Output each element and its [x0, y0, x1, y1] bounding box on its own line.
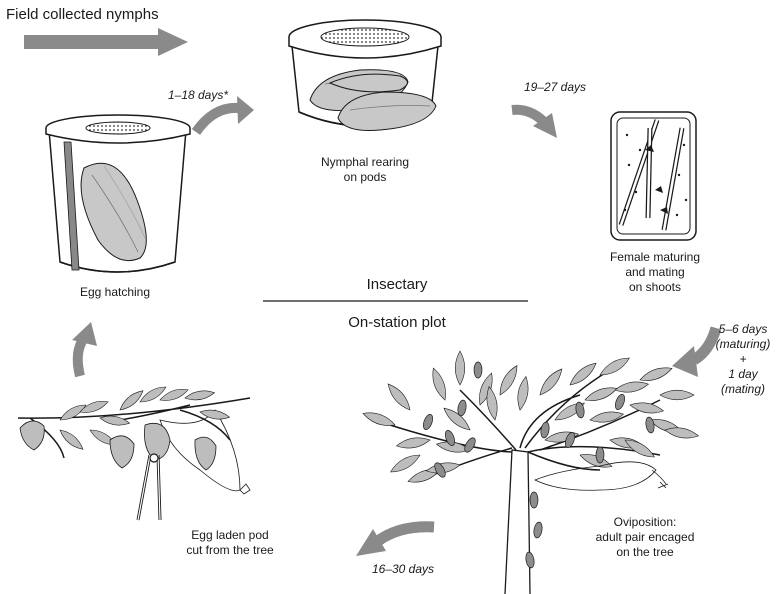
leaf	[138, 383, 168, 405]
pod	[540, 421, 551, 438]
leaf	[441, 404, 473, 433]
stage-label-oviposition: Oviposition: adult pair encaged on the t…	[570, 515, 720, 560]
leaf	[361, 409, 396, 430]
leaf	[184, 389, 215, 402]
stage-label-egg-hatching: Egg hatching	[50, 285, 180, 300]
leaf	[536, 366, 565, 398]
title-text: Field collected nymphs	[6, 6, 159, 24]
pod	[614, 393, 627, 411]
stage-label-egg-laden-pod: Egg laden pod cut from the tree	[160, 528, 300, 558]
pod	[530, 492, 538, 508]
stage-label-female-maturing: Female maturing and mating on shoots	[590, 250, 720, 295]
pod	[457, 399, 468, 416]
leaf	[396, 435, 431, 450]
field-arrow	[24, 28, 188, 56]
leaf	[638, 364, 673, 385]
leaf	[583, 384, 618, 405]
arrow-pod-to-hatch	[72, 322, 97, 376]
hatching-cylinder-illustration	[46, 115, 190, 272]
zone-label-insectary: Insectary	[332, 276, 462, 294]
pod	[422, 413, 435, 431]
leaf	[455, 351, 465, 385]
branch-pruner-illustration	[18, 383, 250, 520]
leaf	[614, 379, 649, 394]
arrow-oviposition-to-pod	[356, 527, 434, 556]
leaf	[429, 366, 450, 401]
arrow-maturing-to-oviposition	[672, 328, 716, 377]
pod	[596, 447, 604, 463]
duration-oviposition-to-pod: 16–30 days	[348, 562, 458, 577]
pod	[645, 416, 656, 433]
leaf	[515, 376, 530, 411]
leaf	[589, 409, 624, 424]
leaf	[567, 359, 599, 388]
leaf	[496, 363, 521, 397]
stage-label-nymphal-rearing: Nymphal rearing on pods	[300, 155, 430, 185]
zone-label-on-station: On-station plot	[312, 314, 482, 332]
rearing-container-illustration	[289, 20, 441, 131]
leaf	[384, 381, 413, 413]
duration-hatch-to-rearing: 1–18 days*	[148, 88, 248, 103]
duration-maturing-to-oviposition: 5–6 days (maturing) + 1 day (mating)	[712, 322, 774, 397]
shoot-box-illustration	[611, 112, 696, 240]
arrow-rearing-to-maturing	[512, 110, 557, 138]
leaf	[57, 427, 85, 453]
leaf	[629, 400, 664, 415]
leaf	[388, 451, 422, 476]
pod	[474, 362, 482, 378]
pod	[533, 521, 544, 538]
leaf	[660, 390, 694, 400]
duration-rearing-to-maturing: 19–27 days	[505, 80, 605, 95]
